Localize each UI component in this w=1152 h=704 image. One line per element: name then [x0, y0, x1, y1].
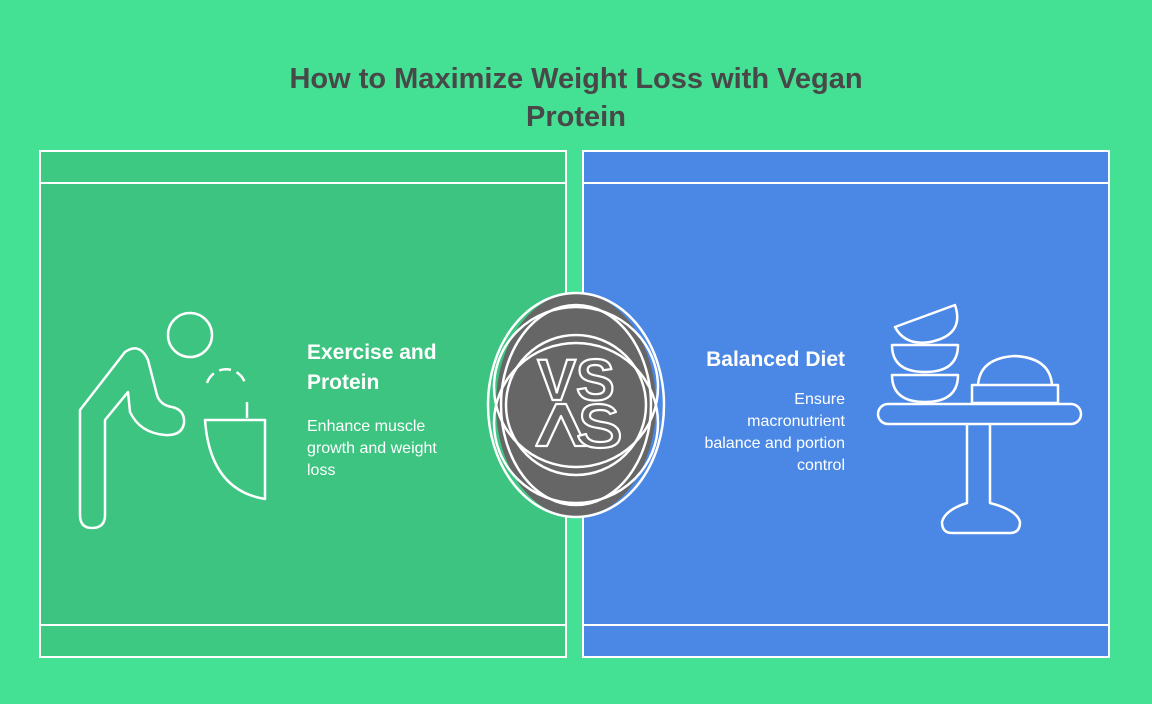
left-heading-line: Exercise and — [307, 341, 437, 364]
right-description-line: macronutrient — [747, 413, 845, 430]
vs-label: VS — [537, 348, 614, 413]
left-heading: Exercise and Protein — [307, 338, 437, 398]
right-description-line: balance and portion — [704, 435, 845, 452]
title-line-1: How to Maximize Weight Loss with Vegan — [289, 63, 863, 95]
right-description-line: Ensure — [794, 391, 845, 408]
left-description-line: loss — [307, 462, 336, 479]
panel-top-band — [584, 152, 1108, 184]
left-heading-line: Protein — [307, 371, 380, 394]
panel-bottom-band — [584, 624, 1108, 656]
panel-bottom-band — [41, 624, 565, 656]
right-description-line: control — [796, 457, 845, 474]
left-description-line: growth and weight — [307, 440, 437, 457]
page-title: How to Maximize Weight Loss with Vegan P… — [0, 60, 1152, 136]
vs-reflection-shape — [534, 402, 622, 450]
right-heading: Balanced Diet — [706, 348, 845, 371]
panel-top-band — [41, 152, 565, 184]
left-panel-exercise — [39, 150, 567, 658]
right-description: Ensure macronutrient balance and portion… — [704, 389, 845, 477]
left-description: Enhance muscle growth and weight loss — [307, 416, 437, 482]
vs-circle — [496, 293, 656, 517]
left-description-line: Enhance muscle — [307, 418, 426, 435]
title-line-2: Protein — [526, 101, 626, 133]
